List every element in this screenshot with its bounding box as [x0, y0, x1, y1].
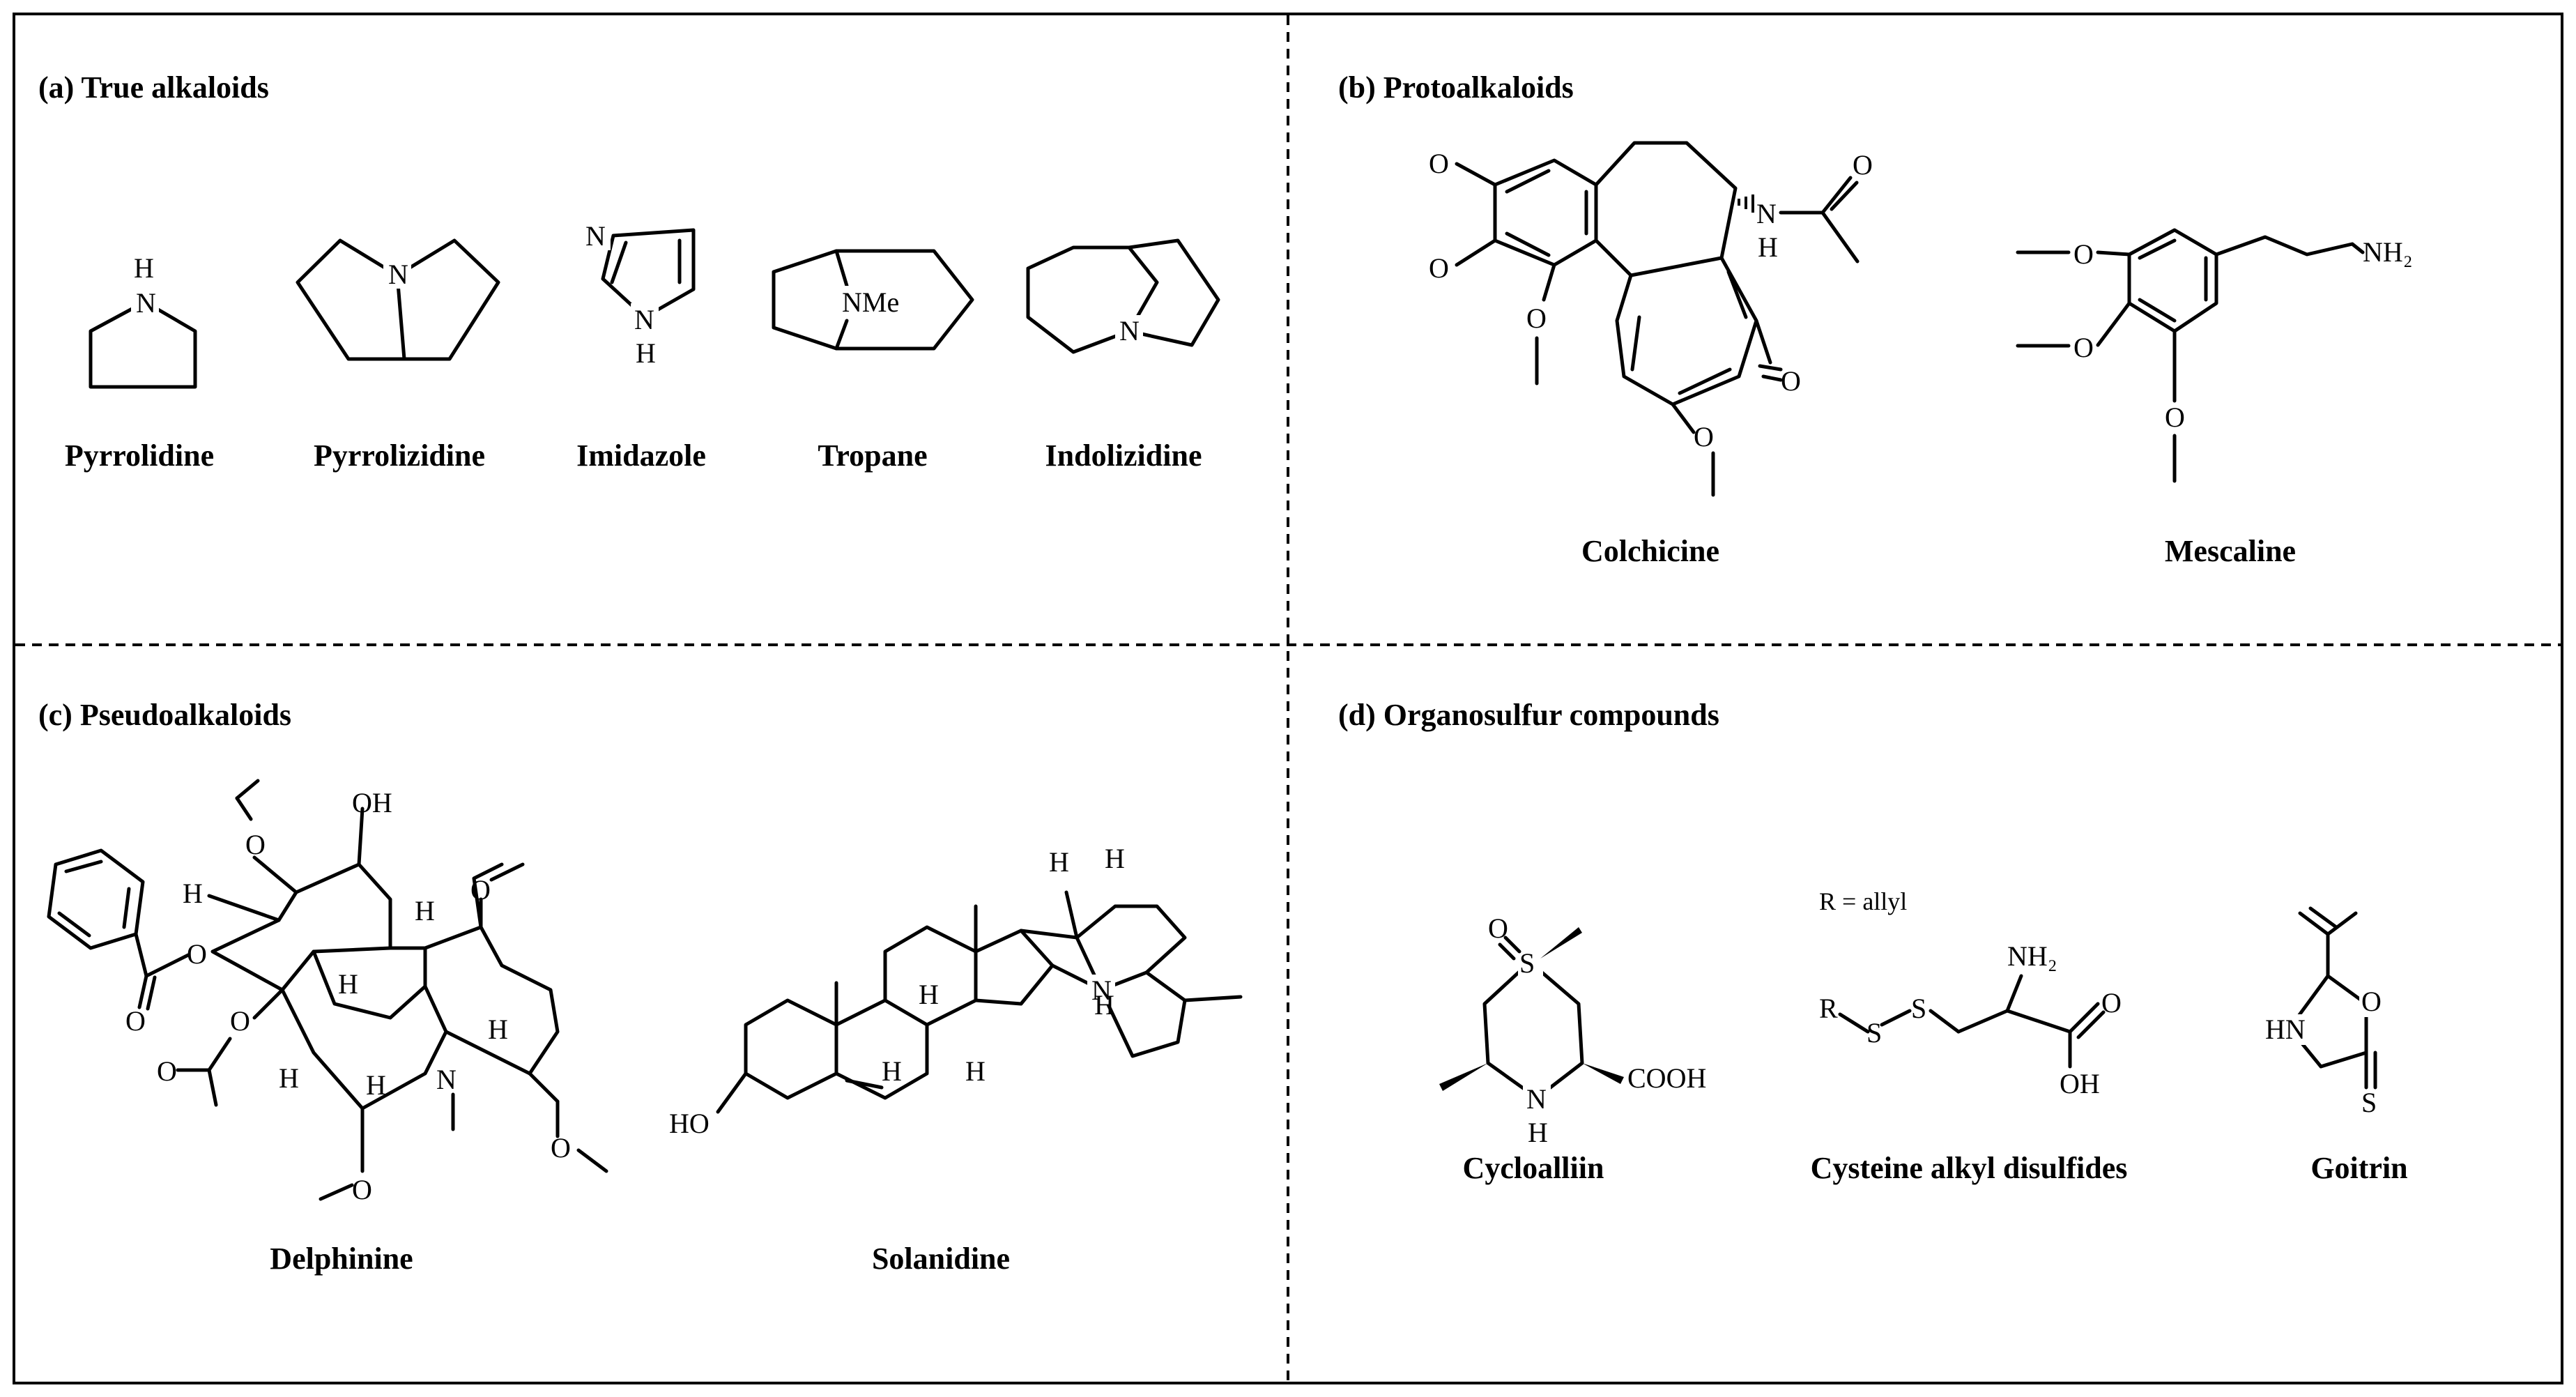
svg-text:H: H	[366, 1069, 386, 1101]
tropane-structure: NMe	[772, 249, 974, 351]
panel-protoalkaloids: (b) Protoalkaloids O O O	[1338, 70, 2413, 568]
svg-text:O: O	[125, 1005, 146, 1037]
svg-text:HO: HO	[669, 1108, 710, 1139]
svg-text:O: O	[1429, 148, 1449, 179]
svg-text:O: O	[470, 874, 491, 906]
figure-frame	[13, 13, 2563, 1384]
svg-text:OH: OH	[2060, 1068, 2100, 1099]
panel-a-title: (a) True alkaloids	[38, 70, 269, 105]
svg-text:N: N	[388, 259, 408, 290]
compound-name: Pyrrolizidine	[314, 438, 485, 473]
svg-text:H: H	[1105, 843, 1125, 874]
compound-name: Pyrrolidine	[65, 438, 214, 473]
svg-text:H: H	[488, 1014, 508, 1045]
compound-name: Colchicine	[1581, 534, 1719, 568]
svg-text:H: H	[882, 1055, 902, 1087]
svg-text:H: H	[415, 895, 435, 926]
svg-text:H: H	[134, 252, 154, 284]
svg-text:O: O	[2361, 986, 2382, 1017]
svg-text:O: O	[352, 1174, 372, 1205]
panel-d-title: (d) Organosulfur compounds	[1338, 698, 1719, 732]
svg-text:H: H	[919, 979, 939, 1010]
svg-text:O: O	[1781, 365, 1801, 397]
panel-pseudoalkaloids: (c) Pseudoalkaloids O O OH O	[38, 698, 1243, 1276]
compound-name: Delphinine	[270, 1242, 413, 1276]
svg-text:O: O	[1694, 421, 1714, 452]
svg-text:O: O	[2073, 332, 2094, 363]
panel-c-title: (c) Pseudoalkaloids	[38, 698, 291, 732]
svg-text:H: H	[965, 1055, 986, 1087]
svg-text:NH₂: NH₂	[2007, 940, 2057, 972]
svg-text:N: N	[634, 304, 654, 335]
svg-text:S: S	[1911, 993, 1926, 1024]
goitrin-structure: O HN S	[2262, 906, 2384, 1118]
svg-text:OH: OH	[352, 787, 392, 818]
panel-organosulfur: (d) Organosulfur compounds S N H O COOH …	[1338, 698, 2408, 1185]
svg-text:R: R	[1819, 993, 1838, 1024]
svg-text:H: H	[1049, 846, 1069, 878]
cycloalliin-structure: S N H O COOH	[1439, 913, 1706, 1148]
svg-text:NMe: NMe	[842, 287, 899, 318]
svg-text:O: O	[551, 1132, 571, 1163]
delphinine-structure: O O OH O H H H H H H N O	[47, 779, 608, 1205]
svg-text:H: H	[1528, 1117, 1548, 1148]
svg-text:O: O	[230, 1005, 250, 1037]
svg-text:H: H	[1758, 231, 1778, 263]
pyrrolidine-structure: N H	[89, 252, 197, 389]
svg-text:H: H	[636, 337, 656, 369]
svg-text:O: O	[1429, 252, 1449, 284]
compound-name: Tropane	[818, 438, 927, 473]
svg-text:N: N	[1756, 198, 1777, 229]
compound-name: Indolizidine	[1045, 438, 1202, 473]
solanidine-structure: N HO H H H H H H	[669, 843, 1243, 1139]
svg-text:N: N	[136, 287, 156, 319]
svg-text:O: O	[1853, 149, 1873, 181]
panel-b-title: (b) Protoalkaloids	[1338, 70, 1574, 105]
svg-text:HN: HN	[2265, 1014, 2306, 1045]
svg-text:H: H	[183, 878, 203, 909]
compound-name: Mescaline	[2165, 534, 2296, 568]
svg-text:O: O	[1488, 913, 1508, 944]
svg-text:O: O	[2101, 987, 2122, 1018]
compound-name: Cysteine alkyl disulfides	[1811, 1151, 2128, 1185]
imidazole-structure: N N H	[583, 220, 696, 369]
r-group-note: R = allyl	[1819, 887, 1907, 915]
svg-text:H: H	[338, 968, 358, 1000]
svg-text:O: O	[187, 938, 207, 970]
mescaline-structure: NH₂ O O O	[2016, 228, 2413, 483]
indolizidine-structure: N	[1026, 238, 1220, 354]
svg-text:S: S	[2361, 1087, 2377, 1118]
colchicine-structure: O O O O O N H O	[1429, 141, 1873, 497]
svg-text:N: N	[1091, 975, 1112, 1006]
svg-text:O: O	[157, 1055, 177, 1087]
panel-true-alkaloids: (a) True alkaloids N H Pyrrolidine N Pyr…	[38, 70, 1220, 473]
compound-name: Cycloalliin	[1463, 1151, 1604, 1185]
svg-text:O: O	[1526, 303, 1547, 334]
compound-name: Imidazole	[576, 438, 706, 473]
svg-text:N: N	[1119, 315, 1140, 346]
svg-text:S: S	[1519, 947, 1535, 979]
svg-text:COOH: COOH	[1627, 1062, 1706, 1094]
svg-text:S: S	[1866, 1017, 1882, 1048]
svg-text:H: H	[279, 1062, 299, 1094]
svg-text:N: N	[1526, 1083, 1547, 1115]
svg-text:N: N	[436, 1064, 457, 1095]
svg-text:O: O	[2073, 238, 2094, 270]
svg-text:O: O	[245, 829, 266, 860]
compound-name: Goitrin	[2310, 1151, 2407, 1185]
pyrrolizidine-structure: N	[296, 238, 500, 361]
svg-text:O: O	[2165, 402, 2185, 433]
compound-name: Solanidine	[872, 1242, 1010, 1276]
svg-text:N: N	[585, 220, 606, 252]
svg-text:NH₂: NH₂	[2363, 236, 2413, 268]
cysteine-disulfide-structure: R = allyl R S S NH₂ O OH	[1819, 887, 2122, 1099]
svg-text:H: H	[1094, 989, 1114, 1021]
